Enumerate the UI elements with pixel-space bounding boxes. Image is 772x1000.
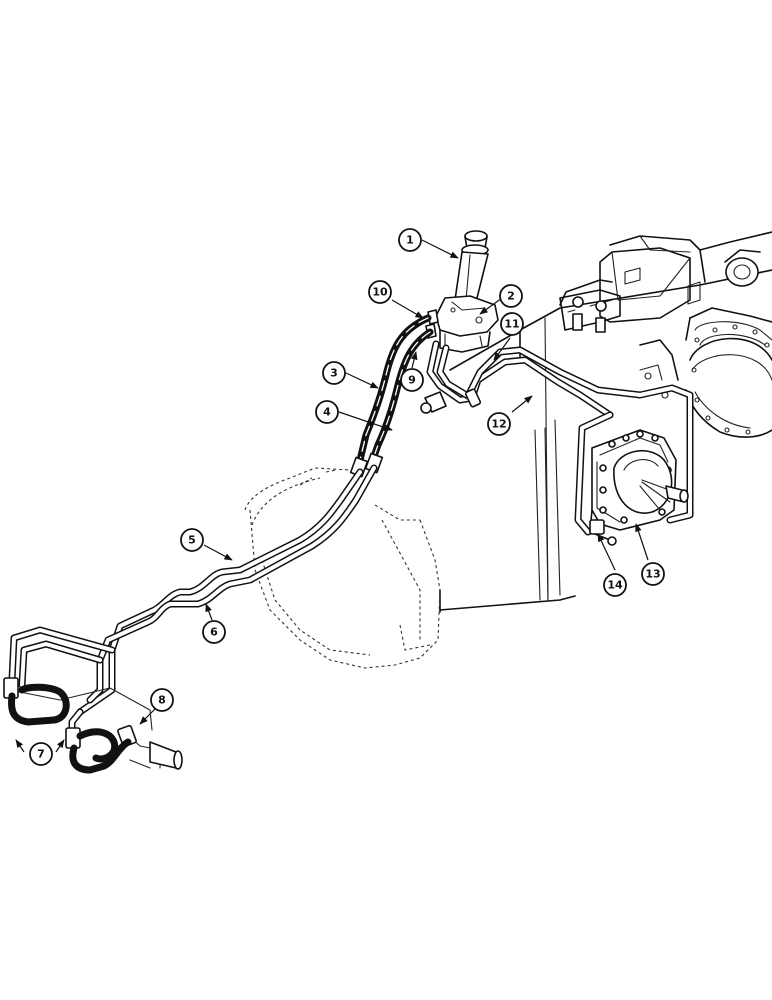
svg-text:2: 2 [507,290,515,303]
hydraulic-pump [589,429,689,546]
transmission-housing [439,231,772,613]
callout-10: 10 [368,280,392,304]
leader-lines [15,239,649,753]
callout-7: 7 [29,742,53,766]
svg-text:3: 3 [330,367,338,380]
svg-text:12: 12 [491,418,506,431]
callout-8: 8 [150,688,174,712]
svg-text:9: 9 [408,374,416,387]
callout-12: 12 [487,412,511,436]
callout-1: 1 [398,228,422,252]
svg-text:11: 11 [504,318,519,331]
callout-9: 9 [400,368,424,392]
callout-4: 4 [315,400,339,424]
pipes-5-6 [8,464,378,736]
callout-2: 2 [499,284,523,308]
svg-text:7: 7 [37,748,45,761]
flange-bolts [691,324,770,435]
svg-text:1: 1 [406,234,414,247]
svg-text:5: 5 [188,534,196,547]
callout-11: 11 [500,312,524,336]
svg-text:13: 13 [645,568,660,581]
hoses-7 [8,683,132,774]
svg-text:8: 8 [158,694,166,707]
svg-text:10: 10 [372,286,388,299]
svg-text:14: 14 [607,579,623,592]
bell-housing [244,467,441,669]
callout-3: 3 [322,361,346,385]
callout-13: 13 [641,562,665,586]
hoses-3-4 [349,314,434,478]
callout-5: 5 [180,528,204,552]
svg-text:4: 4 [323,406,331,419]
callout-14: 14 [603,573,627,597]
svg-text:6: 6 [210,626,218,639]
steering-unit [425,230,499,353]
callout-6: 6 [202,620,226,644]
pipes-9-11-12 [420,340,694,536]
